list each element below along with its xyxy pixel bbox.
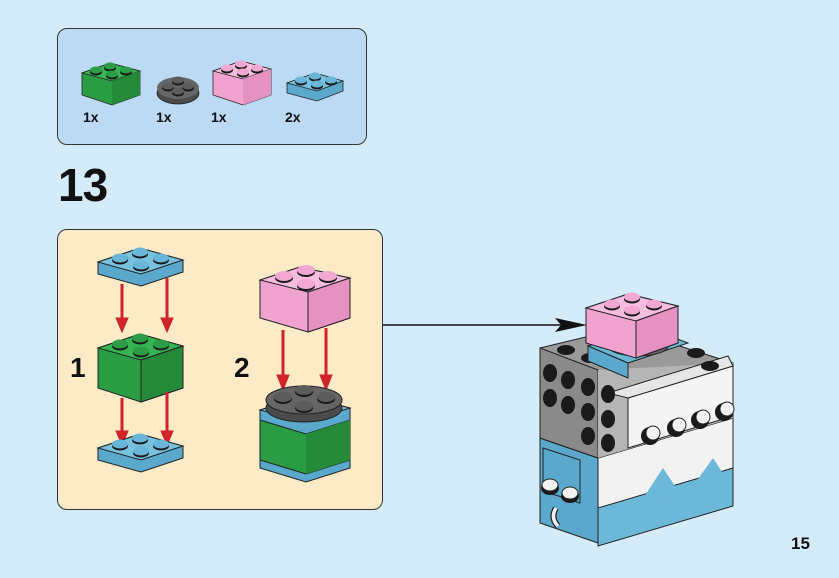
sub-step-1-illustration (96, 247, 185, 473)
quantity-blue-plate: 2x (285, 109, 301, 125)
bottom-blue-plate (96, 433, 185, 473)
quantity-green-brick: 1x (83, 109, 99, 125)
callout-arrow-icon (383, 318, 587, 332)
sub-step-2-illustration (258, 265, 352, 483)
quantity-pink-brick: 1x (211, 109, 227, 125)
pink-brick (258, 265, 352, 333)
green-brick (96, 333, 185, 403)
main-model-illustration (539, 292, 735, 547)
parts-list-box: 1x 1x 1x 2x (57, 28, 367, 145)
assembly-arrows-lower (115, 392, 174, 447)
top-blue-plate (96, 247, 185, 287)
page-number: 15 (791, 534, 810, 553)
step-number: 13 (58, 159, 108, 211)
pink-brick-icon (211, 60, 273, 106)
sub-assembly-box: 1 2 (57, 229, 383, 510)
sub-step-label-1: 1 (70, 352, 86, 383)
green-brick-icon (80, 62, 142, 106)
assembly-arrows (276, 328, 333, 392)
assembled-stack (258, 385, 352, 483)
sub-step-label-2: 2 (234, 352, 250, 383)
assembly-arrows-upper (115, 278, 174, 334)
blue-plate-icon (285, 72, 345, 102)
quantity-grey-plate: 1x (156, 109, 172, 125)
grey-round-plate-icon (156, 76, 200, 105)
